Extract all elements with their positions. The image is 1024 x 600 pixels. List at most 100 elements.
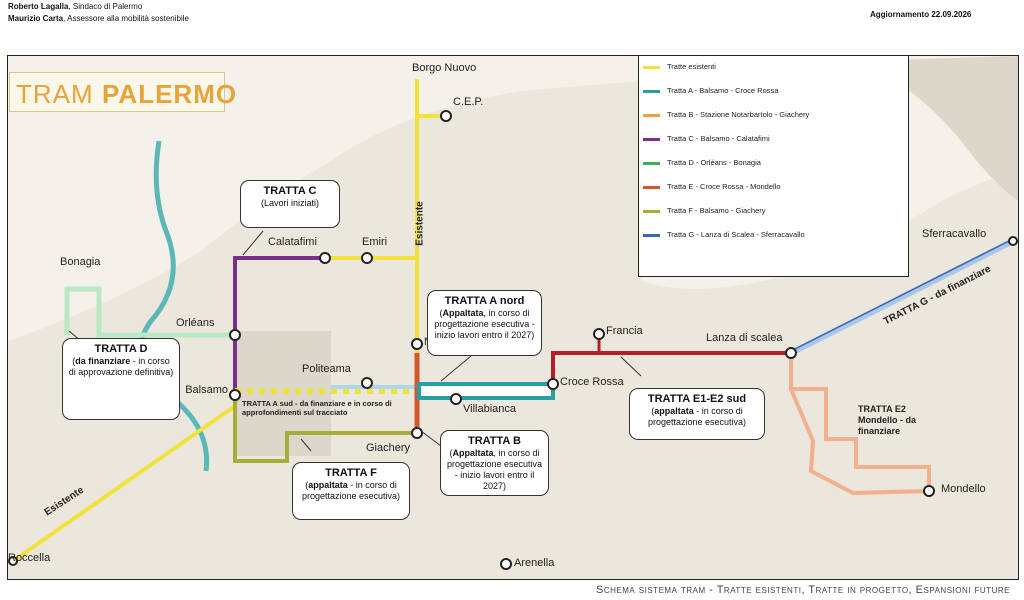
callout-e-status: appaltata (654, 406, 694, 416)
legend-item: Tratta D - Orléans - Bonagia (643, 158, 761, 170)
station-mondello (923, 485, 935, 497)
callout-tratta-d: TRATTA D (da finanziare - in corso di ap… (62, 338, 180, 420)
legend-label: Tratte esistenti (667, 62, 716, 71)
map-caption: Schema sistema tram - Tratte esistenti, … (596, 584, 1010, 596)
callout-c-title: TRATTA C (263, 185, 317, 197)
callout-tratta-e: TRATTA E1-E2 sud (appaltata - in corso d… (629, 388, 765, 440)
station-francia (593, 328, 605, 340)
mayor-role: , Sindaco di Palermo (68, 2, 143, 11)
callout-e-title: TRATTA E1-E2 sud (647, 393, 747, 405)
station-cep (440, 110, 452, 122)
stop-francia: Francia (606, 325, 643, 337)
legend-swatch (643, 90, 660, 93)
mountain-shade (861, 56, 1018, 201)
stop-croce-rossa: Croce Rossa (560, 376, 624, 388)
line-tratta-a-nord (417, 382, 555, 400)
callout-tratta-c: TRATTA C (Lavori iniziati) (240, 180, 340, 228)
station-croce-rossa (547, 378, 559, 390)
legend-item: Tratta A - Balsamo - Croce Rossa (643, 86, 779, 98)
map-title: TRAM PALERMO (9, 72, 236, 112)
label-tratta-a-sud: TRATTA A sud - da finanziare e in corso … (242, 399, 392, 417)
station-villabianca (450, 393, 462, 405)
stop-borgo-nuovo: Borgo Nuovo (412, 62, 477, 74)
legend-swatch (643, 210, 660, 213)
assessor-name: Maurizio Carta (8, 14, 64, 23)
callout-d-status: da finanziare (75, 356, 131, 366)
assessor-role: , Assessore alla mobilità sostenibile (63, 14, 189, 23)
station-giachery (411, 427, 423, 439)
pointer-c (242, 230, 264, 256)
legend-item: Tratte esistenti (643, 62, 716, 74)
station-roccella (8, 556, 18, 566)
callout-a-nord-title: TRATTA A nord (444, 295, 525, 307)
line-tratta-g (789, 238, 1015, 356)
station-calatafimi (319, 252, 331, 264)
callout-a-nord-body: , in corso di progettazione esecutiva - … (434, 308, 535, 340)
line-tratta-e2 (789, 353, 931, 496)
legend-swatch (643, 66, 660, 69)
callout-b-title: TRATTA B (468, 435, 521, 447)
callout-a-nord-status: Appaltata (442, 308, 484, 318)
callout-f-body: - in corso di progettazione esecutiva) (301, 480, 401, 501)
legend-label: Tratta E - Croce Rossa - Mondello (667, 182, 781, 191)
pointer-f (300, 438, 312, 452)
line-tratta-d (64, 286, 235, 338)
station-politeama (361, 377, 373, 389)
callout-b-status: Appaltata (452, 448, 494, 458)
station-sferracavallo (1008, 236, 1018, 246)
callout-c-body: (Lavori iniziati) (260, 198, 320, 208)
legend-item: Tratta C - Balsamo - Calatafimi (643, 134, 770, 146)
legend-label: Tratta G - Lanza di Scalea - Sferracaval… (667, 230, 805, 239)
legend-label: Tratta D - Orléans - Bonagia (667, 158, 761, 167)
legend-label: Tratta A - Balsamo - Croce Rossa (667, 86, 779, 95)
stop-orleans: Orléans (176, 317, 215, 329)
header-line-1: Roberto Lagalla, Sindaco di Palermo (8, 2, 142, 11)
label-existing-vertical: Esistente (414, 201, 426, 246)
callout-d-title: TRATTA D (94, 343, 148, 355)
legend-swatch (643, 138, 660, 141)
legend-label: Tratta F - Balsamo - Giachery (667, 206, 766, 215)
callout-e-body: - in corso di progettazione esecutiva) (647, 406, 747, 427)
station-balsamo (229, 389, 241, 401)
callout-b-body: , in corso di progettazione esecutiva - … (446, 448, 543, 491)
station-lanza (785, 347, 797, 359)
station-orleans (229, 329, 241, 341)
stop-giachery: Giachery (366, 442, 411, 454)
stop-politeama: Politeama (302, 363, 351, 375)
line-existing-roccella (11, 404, 237, 563)
callout-tratta-a-nord: TRATTA A nord (Appaltata, in corso di pr… (427, 290, 542, 356)
station-emiri (361, 252, 373, 264)
stop-bonagia: Bonagia (60, 256, 101, 268)
stop-calatafimi: Calatafimi (268, 236, 317, 248)
line-tratta-f (233, 397, 417, 463)
stop-villabianca: Villabianca (463, 403, 517, 415)
legend-label: Tratta B - Stazione Notarbartolo - Giach… (667, 110, 810, 119)
stop-roccella: Roccella (8, 552, 51, 564)
legend-swatch (643, 186, 660, 189)
legend-item: Tratta G - Lanza di Scalea - Sferracaval… (643, 230, 805, 242)
callout-tratta-b: TRATTA B (Appaltata, in corso di progett… (440, 430, 549, 496)
stop-balsamo: Balsamo (185, 384, 228, 396)
header-line-2: Maurizio Carta, Assessore alla mobilità … (8, 14, 189, 23)
update-date: Aggiornamento 22.09.2026 (870, 10, 972, 19)
callout-tratta-f: TRATTA F (appaltata - in corso di proget… (292, 462, 410, 520)
city-block (233, 331, 331, 456)
line-tratta-g-edge (790, 238, 1014, 352)
legend: Tratte esistenti Tratta A - Balsamo - Cr… (638, 55, 909, 277)
station-arenella (500, 558, 512, 570)
callout-d-body: - in corso di approvazione definitiva) (68, 356, 174, 377)
legend-swatch (643, 162, 660, 165)
station-notarbartolo (411, 338, 423, 350)
pointer-b (420, 430, 442, 447)
stop-mondello: Mondello (941, 483, 986, 495)
legend-item: Tratta E - Croce Rossa - Mondello (643, 182, 781, 194)
callout-f-title: TRATTA F (325, 467, 377, 479)
line-tratta-c (233, 256, 325, 397)
pointer-e (620, 356, 642, 377)
legend-label: Tratta C - Balsamo - Calatafimi (667, 134, 770, 143)
callout-f-status: appaltata (308, 480, 348, 490)
pointer-a-nord (440, 355, 472, 382)
title-part-1: TRAM (16, 79, 94, 109)
stop-emiri: Emiri (362, 236, 388, 248)
legend-item: Tratta F - Balsamo - Giachery (643, 206, 766, 218)
